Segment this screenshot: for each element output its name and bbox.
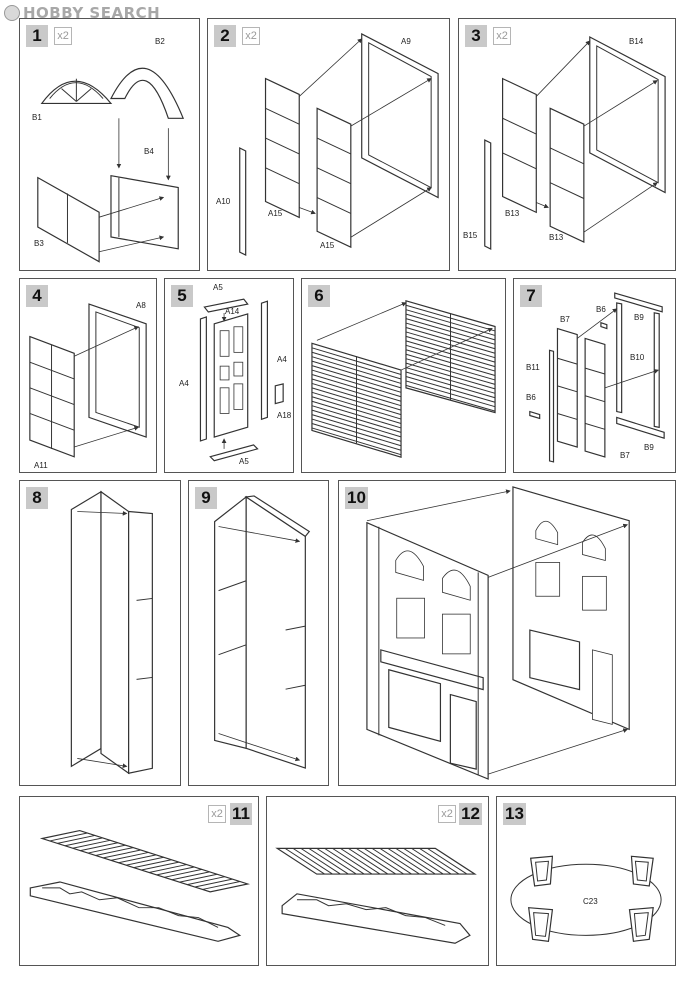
logo-icon	[4, 5, 20, 21]
step-3-number: 3	[465, 25, 487, 47]
step-1-label: B1	[32, 113, 42, 122]
step-8-number: 8	[26, 487, 48, 509]
step-11-number: 11	[230, 803, 252, 825]
step-13-label: C23	[583, 897, 598, 906]
step-10-panel: 10	[338, 480, 676, 786]
step-5-number: 5	[171, 285, 193, 307]
step-11-multiplier: x2	[208, 805, 226, 823]
step-7-label: B6	[526, 393, 536, 402]
step-3-drawing	[484, 36, 666, 250]
step-2-drawing	[239, 32, 439, 257]
hobby-search-logo[interactable]: HOBBY SEARCH	[4, 3, 160, 23]
step-7-drawing	[529, 292, 665, 463]
logo-text: HOBBY SEARCH	[23, 4, 161, 22]
step-4-label: A8	[136, 301, 146, 310]
step-11-drawing	[29, 829, 251, 942]
step-6-drawing	[311, 299, 496, 458]
step-3-label: B13	[549, 233, 564, 242]
step-5-label: A5	[239, 457, 249, 466]
step-5-label: A14	[225, 307, 240, 316]
step-12-multiplier: x2	[438, 805, 456, 823]
step-1-multiplier: x2	[54, 27, 72, 45]
step-13-panel: 13 C23	[496, 796, 676, 966]
step-4-number: 4	[26, 285, 48, 307]
step-2-number: 2	[214, 25, 236, 47]
step-7-label: B9	[634, 313, 644, 322]
step-8-panel: 8	[19, 480, 181, 786]
step-5-label: A4	[179, 379, 189, 388]
step-8-drawing	[70, 490, 153, 775]
step-10-number: 10	[345, 487, 368, 509]
step-13-drawing	[510, 855, 662, 942]
step-1-drawing	[37, 67, 185, 263]
step-2-multiplier: x2	[242, 27, 260, 45]
step-10-drawing	[366, 486, 630, 780]
step-7-panel: 7 B9 B6 B7 B10 B11 B6 B7 B9	[513, 278, 676, 473]
step-1-number: 1	[26, 25, 48, 47]
step-7-number: 7	[520, 285, 542, 307]
step-2-panel: 2 x2 A9 A10 A15 A15	[207, 18, 450, 271]
step-1-label: B3	[34, 239, 44, 248]
step-11-panel: x2 11	[19, 796, 259, 966]
step-4-drawing	[29, 303, 147, 458]
step-7-label: B6	[596, 305, 606, 314]
step-9-number: 9	[195, 487, 217, 509]
step-2-label: A15	[268, 209, 283, 218]
step-2-label: A9	[401, 37, 411, 46]
step-12-number: 12	[459, 803, 482, 825]
step-5-drawing	[199, 298, 284, 462]
step-5-label: A5	[213, 283, 223, 292]
step-9-drawing	[214, 495, 311, 769]
step-6-panel: 6	[301, 278, 506, 473]
step-1-label: B2	[155, 37, 165, 46]
step-7-label: B7	[560, 315, 570, 324]
step-3-label: B14	[629, 37, 644, 46]
step-7-label: B7	[620, 451, 630, 460]
step-4-panel: 4 A8 A11	[19, 278, 157, 473]
step-5-label: A18	[277, 411, 292, 420]
step-7-label: B10	[630, 353, 645, 362]
step-13-number: 13	[503, 803, 526, 825]
step-1-label: B4	[144, 147, 154, 156]
step-1-panel: 1 x2 B2 B1 B4 B3	[19, 18, 200, 271]
step-5-panel: 5 A5 A14 A4 A4 A18 A5	[164, 278, 294, 473]
step-3-panel: 3 x2 B14 B15 B13 B13	[458, 18, 676, 271]
step-2-label: A10	[216, 197, 231, 206]
step-3-label: B13	[505, 209, 520, 218]
step-12-panel: x2 12	[266, 796, 489, 966]
step-3-multiplier: x2	[493, 27, 511, 45]
step-2-label: A15	[320, 241, 335, 250]
step-9-panel: 9	[188, 480, 329, 786]
step-12-drawing	[275, 847, 477, 944]
step-5-label: A4	[277, 355, 287, 364]
step-7-label: B11	[526, 363, 540, 372]
step-7-label: B9	[644, 443, 654, 452]
step-4-label: A11	[34, 461, 48, 470]
step-6-number: 6	[308, 285, 330, 307]
step-3-label: B15	[463, 231, 478, 240]
